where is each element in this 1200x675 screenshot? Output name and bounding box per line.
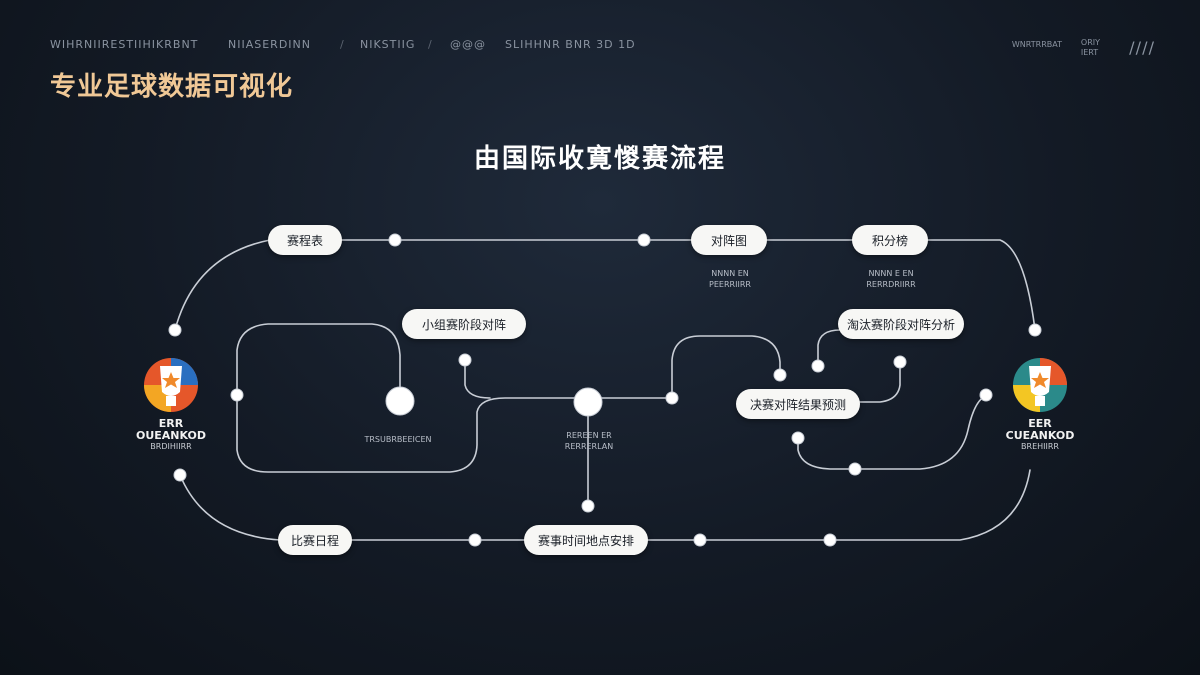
brand-mark-icon: / / / / — [1129, 38, 1154, 57]
left-loop-upper — [236, 323, 401, 401]
team-subtitle: BRDIHIIRR — [150, 442, 192, 451]
brand-text: WNRTRRBAT — [1011, 40, 1062, 49]
nav-item-5[interactable]: SLIHHNR BNR 3D 1D — [505, 38, 636, 51]
node-dot — [230, 388, 244, 402]
node-dot — [637, 233, 651, 247]
center-right-connector — [587, 335, 781, 399]
node-dot — [388, 233, 402, 247]
node-dot — [773, 368, 787, 382]
right-lower-loop — [797, 394, 989, 470]
right-side-connector — [857, 361, 901, 403]
node-pill-knockout[interactable]: 淘汰赛阶段对阵分析 — [838, 309, 964, 339]
right-upper-connector — [817, 329, 841, 367]
team-right[interactable]: EER CUEANKOD BREHIIRR — [995, 356, 1085, 452]
team-subtitle: BREHIIRR — [1021, 442, 1059, 451]
node-pill-bracket[interactable]: 对阵图 — [691, 225, 767, 255]
node-caption: TRSUBRBEEICEN — [364, 435, 432, 444]
nav-item-3[interactable]: NIKSTIIG — [360, 38, 416, 51]
team-name-short: ERR — [158, 417, 184, 430]
node-pill-venue-time[interactable]: 赛事时间地点安排 — [524, 525, 648, 555]
hub-circle — [385, 386, 415, 416]
trophy-icon — [142, 356, 200, 414]
node-dot — [791, 431, 805, 445]
node-pill-schedule[interactable]: 赛程表 — [268, 225, 342, 255]
node-dot — [893, 355, 907, 369]
node-pill-match-days[interactable]: 比赛日程 — [278, 525, 352, 555]
node-dot — [1028, 323, 1042, 337]
connector-nodes — [168, 233, 1042, 547]
node-dot — [693, 533, 707, 547]
team-left[interactable]: ERR OUEANKOD BRDIHIIRR — [126, 356, 216, 452]
team-name: CUEANKOD — [1005, 429, 1075, 442]
node-dot — [848, 462, 862, 476]
node-dot — [581, 499, 595, 513]
trophy-icon — [1011, 356, 1069, 414]
node-dot — [458, 353, 472, 367]
top-navigation: WIHRNIIRESTIIHIKRBNT NIIASERDINN / NIKST… — [0, 38, 1200, 54]
nav-separator: / — [340, 38, 345, 51]
node-pill-final[interactable]: 决赛对阵结果预测 — [736, 389, 860, 419]
node-dot — [979, 388, 993, 402]
page-title: 专业足球数据可视化 — [50, 72, 294, 102]
nav-item-1[interactable]: WIHRNIIRESTIIHIKRBNT — [50, 38, 199, 51]
hub-circle — [573, 387, 603, 417]
diagram-title: 由国际收寛惾赛流程 — [473, 144, 726, 174]
node-pill-standings[interactable]: 积分榜 — [852, 225, 928, 255]
node-dot — [173, 468, 187, 482]
nav-item-4[interactable]: @@@ — [450, 38, 486, 51]
mid-connector — [464, 359, 491, 399]
team-name-short: EER — [1028, 417, 1052, 430]
node-dot — [665, 391, 679, 405]
node-dot — [168, 323, 182, 337]
node-pill-group-stage[interactable]: 小组赛阶段对阵 — [402, 309, 526, 339]
node-dot — [468, 533, 482, 547]
node-dot — [811, 359, 825, 373]
team-name: OUEANKOD — [135, 429, 207, 442]
left-loop-lower — [236, 394, 589, 473]
nav-separator: / — [428, 38, 433, 51]
nav-item-2[interactable]: NIIASERDINN — [228, 38, 311, 51]
node-dot — [823, 533, 837, 547]
